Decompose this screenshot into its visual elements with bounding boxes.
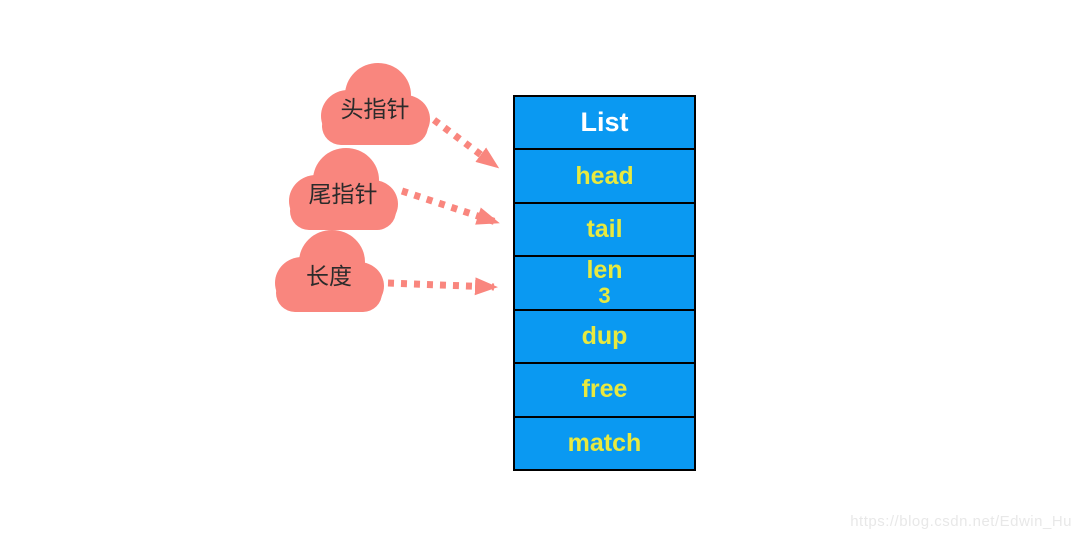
cell-label: match <box>567 428 642 457</box>
cell-label: head <box>575 161 634 190</box>
table-title-row: List <box>515 97 694 151</box>
cloud-label-head-pointer: 头指针 <box>341 96 410 122</box>
cell-value: 3 <box>598 283 611 309</box>
arrow-tail-pointer-to-tail <box>400 187 500 226</box>
watermark-url: https://blog.csdn.net/Edwin_Hu <box>850 513 1072 530</box>
cloud-length: 长度 <box>275 230 384 312</box>
table-row-len: len 3 <box>515 256 694 311</box>
table-row-head: head <box>515 150 694 204</box>
table-title: List <box>580 107 629 138</box>
list-struct-table: List head tail len 3 dup free match <box>513 95 696 471</box>
table-row-dup: dup <box>515 311 694 365</box>
table-row-tail: tail <box>515 204 694 258</box>
cloud-head-pointer: 头指针 <box>321 63 430 145</box>
table-row-match: match <box>515 418 694 469</box>
cell-label: dup <box>581 321 628 350</box>
cell-label: free <box>581 375 628 404</box>
cell-label: tail <box>586 215 623 244</box>
cloud-label-tail-pointer: 尾指针 <box>309 181 378 207</box>
arrow-head-pointer-to-head <box>431 117 500 169</box>
table-row-free: free <box>515 364 694 418</box>
cloud-tail-pointer: 尾指针 <box>289 148 398 230</box>
arrow-length-to-len <box>387 277 498 296</box>
cell-label: len <box>586 256 623 285</box>
cloud-label-length: 长度 <box>306 263 352 289</box>
